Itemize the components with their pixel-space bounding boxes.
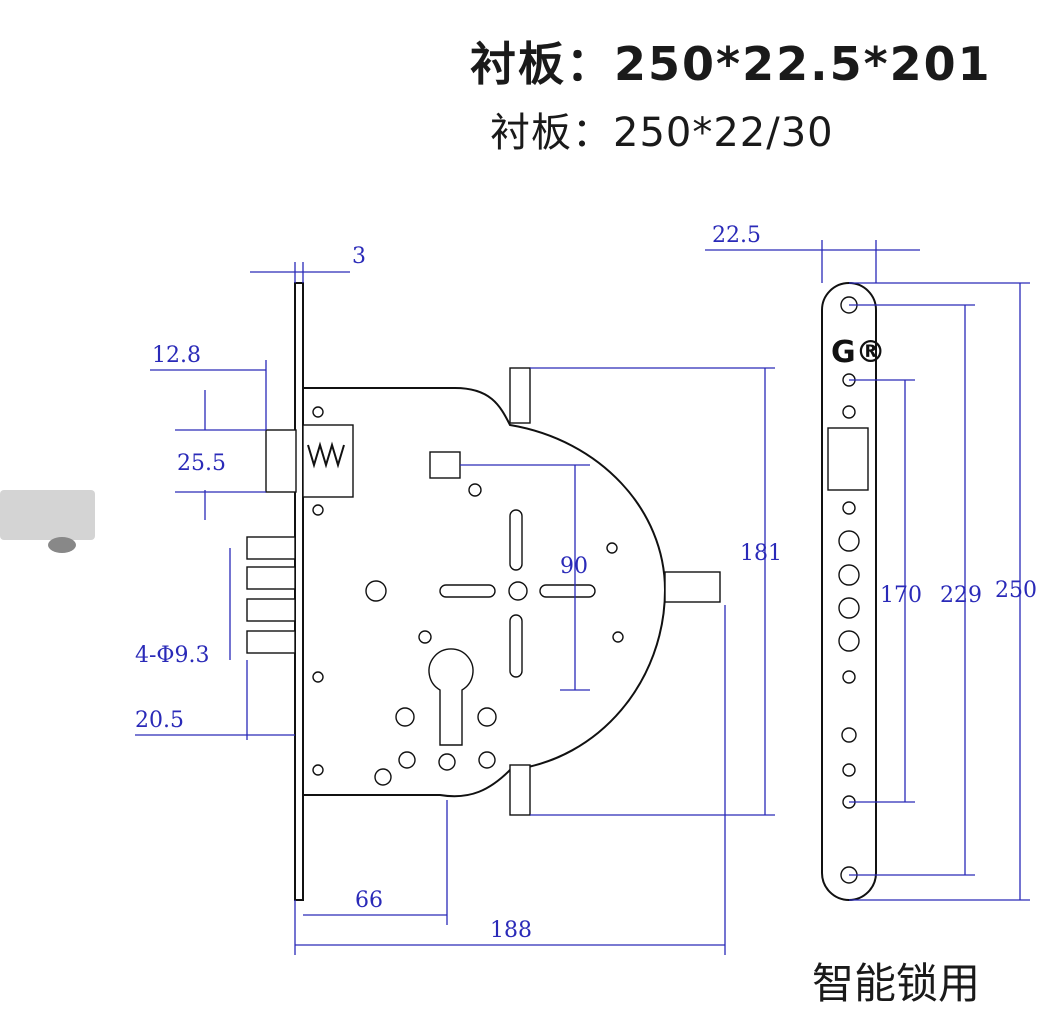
dim-holes: 4-Φ9.3 [135,643,209,668]
deadbolts [246,536,296,654]
hub [508,581,528,601]
spec-line-2: 衬板：250*22/30 [490,110,834,156]
spindle-hole [429,451,461,479]
mounting-holes [312,406,624,786]
brand-logo: G® [831,335,886,370]
screw-post [664,571,721,603]
dim-strike-229: 229 [940,583,982,608]
slot [509,509,523,571]
dim-strike-170: 170 [880,583,922,608]
screw-post [509,764,531,816]
dim-strike-250: 250 [995,578,1037,603]
hole [365,580,387,602]
dim-body-width: 188 [490,918,532,943]
dim-bolt-offset: 20.5 [135,708,184,733]
dim-latch-height: 25.5 [177,451,226,476]
dimension-lines [135,240,1030,955]
dim-body-height: 181 [740,541,782,566]
latch-bolt [265,429,297,493]
dim-latch-offset: 12.8 [152,343,201,368]
slot [509,614,523,678]
screw-post [509,367,531,424]
dim-faceplate-thickness: 3 [352,244,366,269]
usage-label: 智能锁用 [812,959,981,1008]
latch-spring [307,441,345,469]
dim-strike-thickness: 22.5 [712,223,761,248]
slot [539,584,596,598]
handle-fragment [0,490,95,540]
handle-screw [48,537,76,553]
spec-line-1: 衬板：250*22.5*201 [470,37,992,91]
strike-opening [827,427,869,491]
cylinder-cutout [428,648,474,746]
faceplate [294,282,304,901]
slot [439,584,496,598]
strike-holes [838,296,860,884]
dim-backset: 66 [355,888,383,913]
dim-spindle-cylinder: 90 [560,554,588,579]
